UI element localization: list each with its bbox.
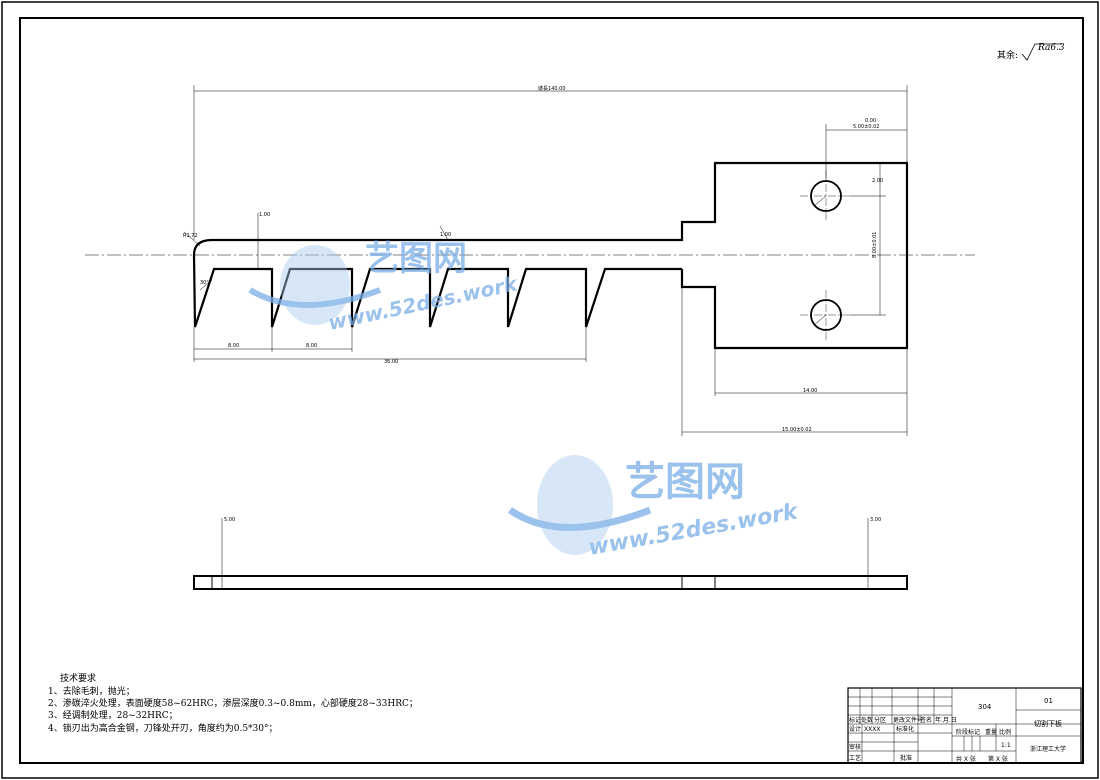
tech-requirements-title: 技术要求 (60, 672, 96, 684)
dim-tooth-angle: 30° (200, 280, 209, 286)
watermark-url-2: www.52des.work (587, 499, 801, 561)
title-block: 标记 处数 分区 更改文件号 签名 年.月.日 设计 XXXX 标准化 审核 工… (847, 687, 1082, 764)
tb-designer: XXXX (864, 726, 880, 733)
roughness-prefix: 其余: (997, 49, 1018, 61)
inner-border (19, 17, 1084, 764)
dim-tooth-depth: 1.00 (259, 212, 270, 218)
tb-label-review: 审核 (849, 743, 861, 751)
roughness-value: Ra6.3 (1037, 43, 1065, 53)
part-upper-edge (192, 161, 909, 350)
dim-head-length: 15.00±0.02 (782, 427, 812, 433)
tb-label-mark: 标记 (849, 716, 861, 724)
roughness-note: 其余: Ra6.3 (997, 43, 1065, 61)
dim-pitch-1: 8.00 (228, 343, 239, 349)
dim-hole-spacing: 8.00±0.01 (872, 232, 878, 258)
tech-requirement-3: 3、经调制处理，28~32HRC； (48, 709, 178, 721)
watermark-url-1: www.52des.work (326, 271, 521, 335)
side-view-outline (193, 575, 908, 590)
watermark-cn-1: 艺图网 (365, 239, 467, 279)
tb-scale-label: 比例 (999, 728, 1011, 736)
dim-overall-length: 總長140.00 (538, 85, 566, 92)
tb-weight: 重量 (985, 728, 997, 736)
tech-requirement-4: 4、锁刃出为高合金钢，刀锋处开刃，角度约为0.5*30°； (48, 722, 278, 734)
part-side-view: 5.00 3.00 (193, 517, 908, 590)
dim-hole-height: 2.00 (872, 178, 883, 184)
dimension-lines (183, 85, 908, 436)
tb-col-sign: 签名 (920, 716, 932, 724)
tech-requirements: 技术要求 1、去除毛刺，抛光； 2、渗碳淬火处理，表面硬度58~62HRC，渗层… (48, 672, 418, 734)
tb-label-process: 工艺 (849, 754, 861, 762)
tb-scale-value: 1:1 (1001, 742, 1011, 749)
dim-hole-offset-tol: 0.00 (865, 118, 876, 124)
tb-stage-mark: 阶段标记 (956, 728, 980, 736)
mounting-hole-bottom (810, 299, 842, 331)
mounting-hole-top (810, 180, 842, 212)
dim-side-left: 5.00 (224, 517, 235, 523)
watermark-1: 艺图网 www.52des.work (248, 239, 521, 335)
roughness-symbol-icon (1021, 43, 1062, 61)
tb-material: 304 (978, 703, 992, 711)
tb-school: 浙江理工大学 (1030, 745, 1066, 753)
tb-approve: 批准 (900, 754, 912, 762)
dim-slot-width: 1.00 (440, 232, 451, 238)
part-teeth-edge (192, 254, 682, 328)
watermark-2: 艺图网 www.52des.work (507, 455, 801, 561)
watermark-cn-2: 艺图网 (625, 459, 745, 505)
dim-tip-radius: R1.72 (183, 233, 198, 239)
tb-part-name: 切割下板 (1034, 719, 1062, 728)
tb-standardize: 标准化 (896, 725, 914, 733)
tb-sheet-total: 共 X 张 (956, 755, 976, 763)
tb-sheet-no: 第 X 张 (988, 755, 1008, 763)
dim-hole-offset: 5.00±0.02 (853, 124, 879, 130)
tb-col-zone: 分区 (874, 716, 886, 724)
tb-drawing-no: 01 (1044, 697, 1053, 705)
tb-col-date: 年.月.日 (935, 716, 957, 724)
tb-col-count: 处数 (861, 716, 873, 724)
tb-label-design: 设计 (849, 725, 861, 733)
dim-teeth-span: 36.00 (384, 359, 398, 365)
dimension-labels: 總長140.00 5.00±0.02 0.00 R1.72 1.00 30° 1… (183, 85, 883, 433)
dim-head-width: 14.00 (803, 388, 817, 394)
tech-requirement-2: 2、渗碳淬火处理，表面硬度58~62HRC，渗层深度0.3~0.8mm，心部硬度… (48, 697, 418, 709)
tech-requirement-1: 1、去除毛刺，抛光； (48, 685, 135, 697)
dim-pitch-2: 8.00 (306, 343, 317, 349)
dim-side-right: 3.00 (870, 517, 881, 523)
part-top-view (192, 161, 909, 350)
tb-col-change: 更改文件号 (893, 716, 923, 724)
